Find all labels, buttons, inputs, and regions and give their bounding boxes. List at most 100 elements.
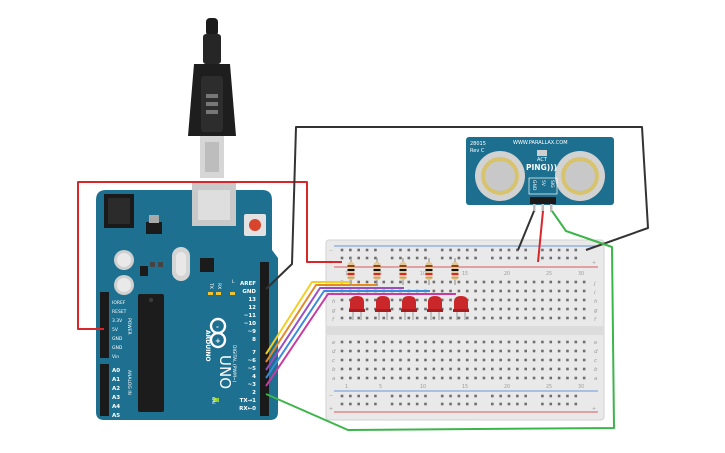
breadboard-hole[interactable] bbox=[457, 394, 461, 398]
breadboard-hole[interactable] bbox=[582, 298, 586, 302]
breadboard-hole[interactable] bbox=[440, 358, 444, 362]
breadboard-hole[interactable] bbox=[440, 316, 444, 320]
breadboard-hole[interactable] bbox=[566, 349, 569, 353]
breadboard-hole[interactable] bbox=[382, 367, 386, 371]
breadboard-hole[interactable] bbox=[349, 402, 352, 406]
breadboard-hole[interactable] bbox=[507, 367, 511, 371]
breadboard-hole[interactable] bbox=[365, 307, 369, 311]
breadboard-hole[interactable] bbox=[474, 340, 477, 344]
breadboard-hole[interactable] bbox=[499, 298, 502, 302]
breadboard-hole[interactable] bbox=[491, 349, 494, 353]
breadboard-hole[interactable] bbox=[357, 316, 360, 320]
breadboard-hole[interactable] bbox=[557, 340, 561, 344]
breadboard-hole[interactable] bbox=[340, 394, 344, 398]
analog-header[interactable] bbox=[100, 364, 109, 416]
breadboard-hole[interactable] bbox=[340, 340, 344, 344]
breadboard-hole[interactable] bbox=[357, 280, 360, 284]
breadboard-hole[interactable] bbox=[482, 358, 486, 362]
breadboard-hole[interactable] bbox=[357, 248, 360, 252]
resistors[interactable] bbox=[347, 258, 459, 285]
breadboard-hole[interactable] bbox=[365, 358, 369, 362]
breadboard-hole[interactable] bbox=[566, 298, 569, 302]
breadboard-hole[interactable] bbox=[524, 307, 527, 311]
breadboard-hole[interactable] bbox=[507, 340, 511, 344]
breadboard-hole[interactable] bbox=[474, 248, 477, 252]
breadboard-hole[interactable] bbox=[365, 402, 369, 406]
breadboard-hole[interactable] bbox=[457, 316, 461, 320]
breadboard-hole[interactable] bbox=[424, 349, 427, 353]
red-led-3[interactable] bbox=[401, 296, 417, 320]
breadboard-hole[interactable] bbox=[424, 316, 427, 320]
breadboard-hole[interactable] bbox=[499, 402, 502, 406]
breadboard-hole[interactable] bbox=[432, 280, 436, 284]
breadboard-hole[interactable] bbox=[440, 298, 444, 302]
breadboard-hole[interactable] bbox=[440, 349, 444, 353]
breadboard-hole[interactable] bbox=[516, 289, 519, 293]
breadboard-hole[interactable] bbox=[482, 316, 486, 320]
breadboard-hole[interactable] bbox=[549, 376, 553, 380]
breadboard-hole[interactable] bbox=[440, 256, 444, 260]
breadboard-hole[interactable] bbox=[415, 316, 419, 320]
breadboard-hole[interactable] bbox=[340, 256, 344, 260]
breadboard-hole[interactable] bbox=[390, 394, 394, 398]
breadboard-hole[interactable] bbox=[549, 248, 553, 252]
breadboard-hole[interactable] bbox=[516, 367, 519, 371]
breadboard-hole[interactable] bbox=[507, 289, 511, 293]
breadboard-hole[interactable] bbox=[574, 376, 578, 380]
breadboard-hole[interactable] bbox=[415, 298, 419, 302]
breadboard-hole[interactable] bbox=[524, 248, 527, 252]
breadboard-hole[interactable] bbox=[399, 256, 402, 260]
breadboard-hole[interactable] bbox=[557, 394, 561, 398]
breadboard-hole[interactable] bbox=[424, 402, 427, 406]
breadboard-hole[interactable] bbox=[507, 256, 511, 260]
breadboard-hole[interactable] bbox=[474, 256, 477, 260]
breadboard-hole[interactable] bbox=[424, 298, 427, 302]
breadboard-hole[interactable] bbox=[524, 376, 527, 380]
breadboard-hole[interactable] bbox=[549, 316, 553, 320]
breadboard-hole[interactable] bbox=[415, 349, 419, 353]
breadboard-hole[interactable] bbox=[357, 367, 360, 371]
breadboard-hole[interactable] bbox=[457, 376, 461, 380]
breadboard-hole[interactable] bbox=[449, 298, 452, 302]
breadboard-hole[interactable] bbox=[541, 358, 544, 362]
breadboard-hole[interactable] bbox=[516, 340, 519, 344]
breadboard-hole[interactable] bbox=[457, 349, 461, 353]
wires[interactable] bbox=[77, 126, 649, 431]
breadboard-hole[interactable] bbox=[491, 358, 494, 362]
breadboard-hole[interactable] bbox=[541, 340, 544, 344]
breadboard-hole[interactable] bbox=[340, 316, 344, 320]
breadboard-hole[interactable] bbox=[507, 248, 511, 252]
breadboard-hole[interactable] bbox=[499, 376, 502, 380]
breadboard-hole[interactable] bbox=[499, 289, 502, 293]
breadboard-hole[interactable] bbox=[390, 367, 394, 371]
breadboard-hole[interactable] bbox=[574, 298, 578, 302]
breadboard-hole[interactable] bbox=[374, 298, 377, 302]
red-led-5[interactable] bbox=[453, 296, 469, 320]
breadboard-hole[interactable] bbox=[457, 289, 461, 293]
breadboard-hole[interactable] bbox=[349, 358, 352, 362]
breadboard-hole[interactable] bbox=[415, 367, 419, 371]
breadboard-hole[interactable] bbox=[574, 248, 578, 252]
breadboard-hole[interactable] bbox=[374, 349, 377, 353]
breadboard-hole[interactable] bbox=[499, 358, 502, 362]
breadboard-hole[interactable] bbox=[465, 402, 469, 406]
breadboard-hole[interactable] bbox=[349, 248, 352, 252]
breadboard-hole[interactable] bbox=[541, 376, 544, 380]
breadboard-hole[interactable] bbox=[465, 256, 469, 260]
breadboard-hole[interactable] bbox=[365, 340, 369, 344]
red-led-1[interactable] bbox=[349, 296, 365, 320]
breadboard-hole[interactable] bbox=[415, 402, 419, 406]
resistor-4[interactable] bbox=[425, 258, 433, 285]
breadboard-hole[interactable] bbox=[357, 340, 360, 344]
breadboard-hole[interactable] bbox=[399, 248, 402, 252]
breadboard-hole[interactable] bbox=[507, 376, 511, 380]
breadboard-hole[interactable] bbox=[407, 340, 411, 344]
breadboard-hole[interactable] bbox=[566, 367, 569, 371]
breadboard-hole[interactable] bbox=[541, 248, 544, 252]
breadboard-hole[interactable] bbox=[465, 358, 469, 362]
breadboard-hole[interactable] bbox=[474, 289, 477, 293]
breadboard-hole[interactable] bbox=[499, 307, 502, 311]
breadboard-hole[interactable] bbox=[465, 316, 469, 320]
breadboard-hole[interactable] bbox=[349, 394, 352, 398]
breadboard-hole[interactable] bbox=[449, 280, 452, 284]
